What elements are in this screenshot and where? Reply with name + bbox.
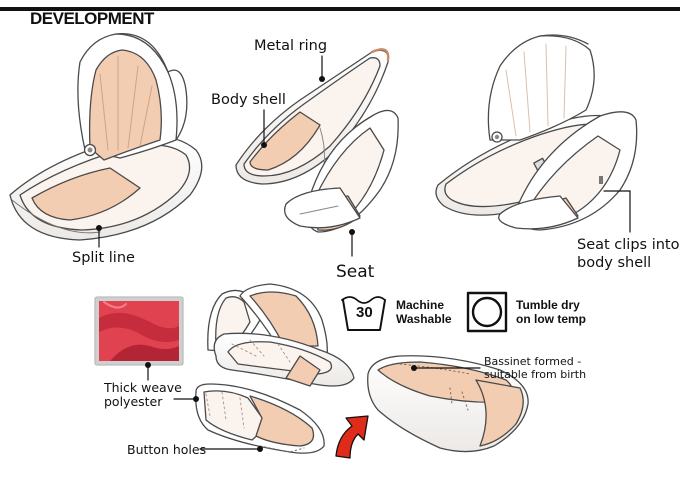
label-split-line: Split line bbox=[72, 250, 135, 266]
page-title: DEVELOPMENT bbox=[30, 9, 154, 28]
sketch-seat-clips bbox=[435, 34, 638, 233]
care-dry-line1: Tumble dry bbox=[516, 298, 580, 312]
wash-temperature: 30 bbox=[356, 304, 373, 321]
sketch-bassinet bbox=[367, 355, 529, 453]
machine-wash-icon bbox=[341, 296, 386, 331]
polyester-swatch bbox=[94, 296, 184, 381]
sketch-fabric-cover bbox=[173, 283, 355, 454]
header-rule bbox=[0, 7, 680, 11]
label-seat-clips: Seat clips into body shell bbox=[577, 236, 679, 272]
label-seat-clips-line1: Seat clips into bbox=[577, 237, 680, 253]
care-wash-line1: Machine bbox=[396, 298, 445, 312]
label-button-holes: Button holes bbox=[127, 442, 207, 457]
tumble-dry-icon bbox=[466, 291, 508, 333]
label-thick-weave-line2: polyester bbox=[104, 394, 163, 409]
label-bassinet-line1: Bassinet formed - bbox=[484, 355, 582, 368]
label-metal-ring: Metal ring bbox=[254, 38, 328, 54]
label-thick-weave: Thick weave polyester bbox=[104, 381, 182, 409]
sketch-body-shell-seat bbox=[235, 48, 399, 257]
label-body-shell: Body shell bbox=[211, 92, 286, 108]
care-tumble-dry: Tumble dry on low temp bbox=[516, 298, 586, 326]
sketch-carrycot-hood bbox=[9, 33, 203, 248]
care-machine-washable: Machine Washable bbox=[396, 298, 452, 326]
transform-arrow-icon bbox=[335, 415, 369, 459]
label-bassinet-line2: suitable from birth bbox=[484, 368, 587, 381]
care-dry-line2: on low temp bbox=[516, 312, 586, 326]
care-wash-line2: Washable bbox=[396, 312, 452, 326]
label-seat: Seat bbox=[336, 262, 375, 282]
label-thick-weave-line1: Thick weave bbox=[104, 380, 182, 395]
label-bassinet: Bassinet formed - suitable from birth bbox=[484, 355, 586, 381]
label-seat-clips-line2: body shell bbox=[577, 255, 652, 271]
